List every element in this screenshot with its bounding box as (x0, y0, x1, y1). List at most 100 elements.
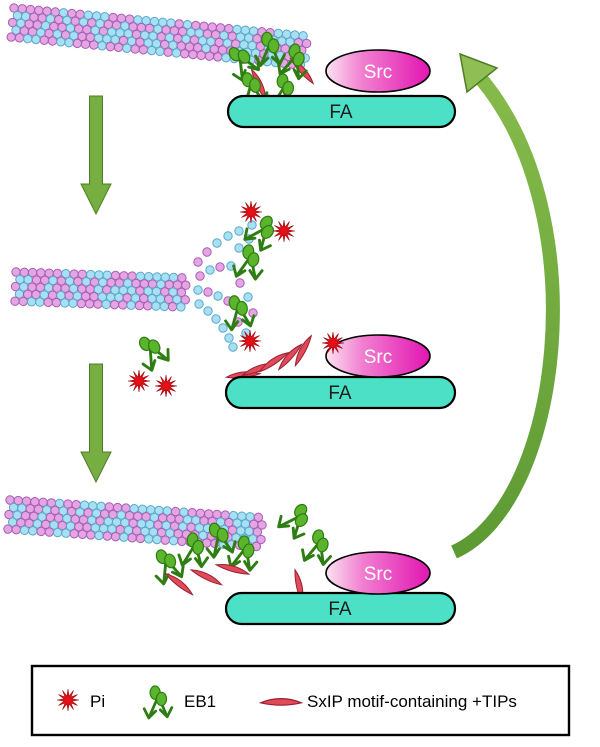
tubulin-dimer (51, 297, 62, 308)
tubulin-dimer (298, 31, 308, 41)
tubulin-dimer (102, 531, 113, 541)
tubulin-dimer (234, 243, 244, 253)
tubulin-dimer (193, 257, 203, 267)
tubulin-dimer (119, 532, 129, 542)
tubulin-dimer (252, 527, 263, 537)
src-kinase-middle: Src (325, 334, 431, 378)
tubulin-dimer (101, 299, 111, 310)
tubulin-dimer (138, 45, 149, 55)
tubulin-dimer (160, 535, 170, 545)
tubulin-dimer (64, 37, 74, 48)
legend-eb1-label: EB1 (184, 692, 216, 711)
eb1-icon (273, 496, 320, 544)
tubulin-dimer (84, 299, 95, 309)
tubulin-dimer (234, 226, 244, 236)
tubulin-dimer (224, 333, 234, 343)
legend-box (30, 664, 571, 737)
tubulin-dimer (257, 520, 267, 530)
fa-bar (224, 375, 457, 410)
src-oval (325, 551, 431, 595)
tubulin-dimer (127, 533, 137, 543)
tubulin-dimer (212, 238, 222, 248)
tubulin-dimer (80, 39, 91, 49)
eb1-icon (130, 328, 175, 374)
fa-bar (226, 94, 457, 129)
tubulin-dimer (235, 278, 245, 288)
sxip-tip-icon (189, 566, 224, 588)
tubulin-dimer (171, 48, 182, 58)
pi-icon (154, 374, 178, 398)
tubulin-dimer (35, 297, 45, 307)
focal-adhesion-top: FA (226, 94, 457, 129)
tubulin-dimer (228, 342, 238, 352)
tubulin-dimer (113, 42, 124, 53)
eb1-icon (298, 525, 339, 569)
tubulin-dimer (159, 301, 169, 312)
tubulin-dimer (61, 528, 71, 538)
tubulin-dimer (144, 534, 154, 544)
src-label: Src (364, 564, 393, 585)
tubulin-dimer (195, 271, 205, 281)
pi-icon (239, 200, 263, 224)
tubulin-dimer (18, 296, 28, 307)
tubulin-dimer (72, 38, 82, 49)
tubulin-dimer (77, 529, 88, 540)
tubulin-dimer (202, 247, 212, 257)
legend-pi-label: Pi (90, 692, 105, 711)
tubulin-dimer (203, 306, 213, 316)
tubulin-dimer (26, 297, 37, 307)
fa-label: FA (328, 599, 352, 620)
focal-adhesion-middle: FA (224, 375, 457, 410)
tubulin-dimer (44, 527, 55, 537)
tubulin-dimer (118, 300, 128, 310)
tubulin-dimer (110, 531, 121, 542)
tubulin-dimer (19, 525, 30, 535)
tubulin-dimer (177, 536, 187, 546)
tubulin-dimer (213, 52, 223, 62)
down-arrow-step1-icon (80, 95, 112, 215)
tubulin-dimer (256, 534, 266, 545)
microtubule-depolymerizing (10, 267, 191, 312)
tubulin-dimer (218, 323, 228, 333)
fa-label: FA (328, 383, 352, 404)
tubulin-dimer (69, 529, 79, 539)
tubulin-dimer (163, 47, 173, 57)
tubulin-dimer (179, 49, 190, 59)
tubulin-dimer (204, 51, 215, 61)
src-kinase-top: Src (325, 49, 431, 93)
tubulin-dimer (176, 302, 186, 312)
tubulin-dimer (89, 40, 99, 50)
tubulin-dimer (47, 36, 58, 46)
tubulin-dimer (122, 43, 132, 53)
tubulin-dimer (167, 301, 178, 312)
fa-bar (224, 591, 457, 626)
cycle-arrow (450, 52, 560, 559)
tubulin-dimer (247, 220, 257, 230)
src-label: Src (364, 347, 393, 368)
tubulin-dimer (60, 298, 70, 308)
tubulin-dimer (168, 536, 179, 546)
tubulin-dimer (196, 50, 206, 61)
pi-icon (127, 369, 151, 393)
tubulin-dimer (146, 45, 157, 56)
tubulin-dimer (134, 300, 145, 311)
tubulin-dimer (56, 37, 66, 47)
tubulin-dimer (177, 273, 187, 283)
cycle-arrow-shaft (450, 75, 560, 559)
tubulin-dimer (68, 298, 78, 308)
tubulin-dimer (10, 296, 20, 306)
src-oval (325, 334, 431, 378)
tubulin-dimer (97, 41, 107, 51)
tubulin-dimer (39, 35, 49, 45)
tubulin-dimer (223, 231, 233, 241)
down-arrow-step2-icon (80, 363, 112, 483)
tubulin-dimer (181, 280, 191, 290)
tubulin-dimer (176, 287, 187, 298)
tubulin-dimer (213, 291, 223, 301)
tubulin-dimer (188, 49, 198, 60)
cycle-arrowhead-icon (459, 52, 499, 94)
tubulin-dimer (205, 265, 215, 275)
tubulin-dimer (155, 46, 165, 57)
src-oval (325, 49, 431, 93)
